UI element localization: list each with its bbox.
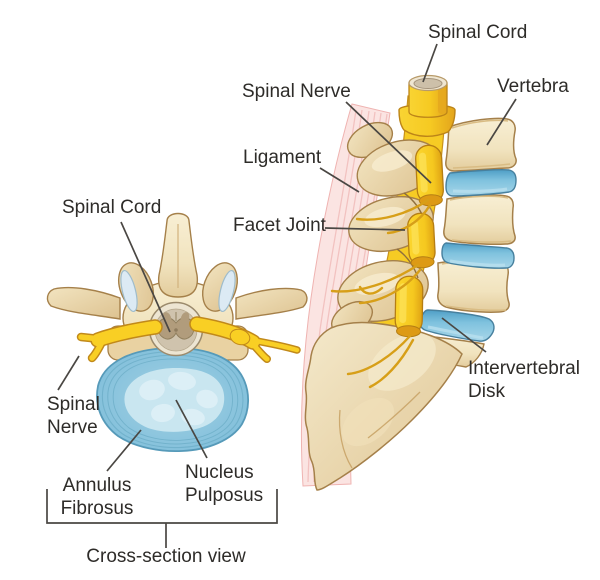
label-intervertebral-disk-line1: Intervertebral: [468, 358, 580, 379]
side-view-illustration: [300, 74, 517, 491]
nerve-root-2: [407, 212, 436, 269]
caption-cross-section-view: Cross-section view: [86, 546, 246, 567]
pointer-facet-joint: [324, 227, 406, 231]
pointer-annulus: [106, 429, 142, 472]
transverse-process-right-shape: [235, 287, 308, 320]
label-ligament: Ligament: [243, 147, 322, 168]
label-vertebra: Vertebra: [497, 76, 569, 97]
pointer-spinal-cord-side: [422, 43, 438, 83]
label-annulus-line2: Fibrosus: [61, 498, 134, 519]
pointer-nucleus: [175, 399, 208, 459]
facet-crescent-left: [120, 269, 138, 313]
nerve-branches: [330, 198, 432, 389]
label-spinal-cord-side: Spinal Cord: [428, 22, 527, 43]
cord-cut-surface: [413, 78, 443, 89]
pointer-intervertebral-disk: [441, 317, 487, 353]
vertebra-body-2: [443, 194, 516, 245]
annulus-rings: [101, 351, 244, 449]
nerve-root-3: [394, 275, 424, 338]
spinal-cord-top-shape: [398, 74, 456, 137]
label-spinal-cord-cross: Spinal Cord: [62, 197, 161, 218]
intervertebral-disks: [419, 169, 517, 342]
sacrum-shape: [304, 321, 463, 491]
labels: Spinal Cord Spinal Nerve Annulus Fibrosu…: [47, 22, 580, 567]
label-facet-joint: Facet Joint: [233, 215, 327, 236]
pointer-spinal-cord-left: [120, 221, 171, 333]
label-nucleus-line2: Pulposus: [185, 485, 263, 506]
nerve-roots: [394, 144, 444, 338]
spinal-nerve-right-shape: [189, 316, 301, 363]
label-annulus-line1: Annulus: [63, 475, 132, 496]
vertebra-bodies: [437, 117, 517, 313]
intervertebral-disk-cross-section: [96, 347, 250, 453]
pointer-spinal-nerve-left: [57, 355, 80, 391]
label-spinal-nerve-side: Spinal Nerve: [242, 81, 351, 102]
disk-highlights: [427, 187, 508, 340]
nerve-root-1: [415, 144, 444, 207]
label-intervertebral-disk-line2: Disk: [468, 381, 505, 402]
pointer-lines: [46, 43, 517, 548]
caption-bracket: [46, 489, 278, 524]
pointer-ligament: [319, 167, 360, 193]
pointer-spinal-nerve-side: [345, 101, 432, 184]
facet-crescent-right: [218, 269, 236, 313]
label-nucleus-line1: Nucleus: [185, 462, 254, 483]
pointer-vertebra: [486, 98, 517, 146]
vertebra-body-1: [445, 117, 517, 172]
spinal-nerve-left-shape: [76, 319, 163, 363]
cross-section-illustration: [46, 212, 308, 453]
label-spinal-nerve-cross-line1: Spinal: [47, 394, 100, 415]
transverse-process-left-shape: [46, 286, 121, 320]
label-spinal-nerve-cross-line2: Nerve: [47, 417, 98, 438]
